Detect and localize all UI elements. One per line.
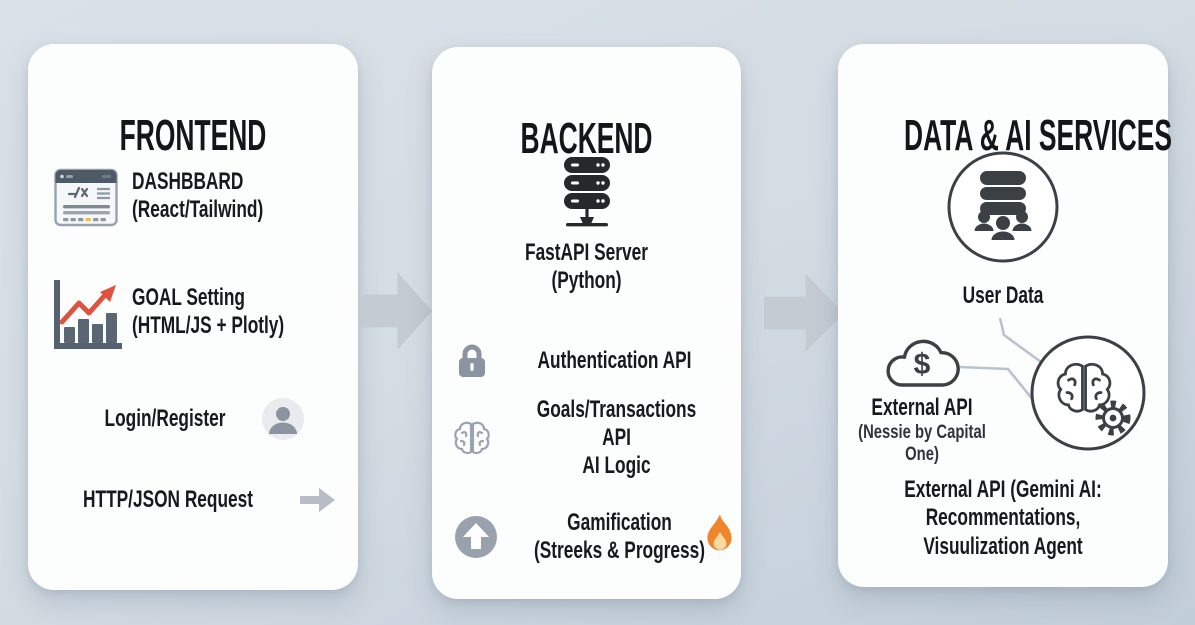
frontend-panel: FRONTEND DASHBBARD (React/Tailwind): [28, 44, 358, 590]
flow-arrow-backend-dataai: [764, 274, 844, 352]
flow-arrow-frontend-backend: [360, 272, 432, 350]
fastapi-server-label: FastAPI Server (Python): [525, 239, 648, 295]
dashboard-browser-icon: [54, 164, 118, 230]
flame-icon: [703, 513, 737, 555]
login-label: Login/Register: [104, 404, 226, 432]
small-right-arrow-icon: [300, 487, 336, 513]
ai-brain-gear-icon: [1028, 333, 1148, 453]
http-request-label: HTTP/JSON Request: [83, 485, 253, 513]
user-avatar-icon: [261, 397, 305, 441]
lock-icon: [456, 342, 488, 380]
cloud-dollar-icon: $: [838, 332, 1006, 390]
user-data-label: User Data: [962, 282, 1044, 309]
goal-label: GOAL Setting (HTML/JS + Plotly): [132, 284, 285, 340]
external-api-block: $ External API (Nessie by Capital One): [838, 332, 1006, 466]
user-database-icon: [946, 150, 1060, 264]
dollar-symbol: $: [914, 348, 931, 381]
upgrade-circle-arrow-icon: [454, 515, 498, 559]
gear-icon: [1095, 400, 1131, 436]
gamification-label: Gamification (Streeks & Progress): [534, 508, 705, 564]
authentication-api-label: Authentication API: [537, 346, 692, 374]
goals-transactions-label: Goals/Transactions API AI Logic: [536, 395, 697, 480]
data-ai-panel: DATA & AI SERVICES User Data $: [838, 44, 1172, 587]
frontend-title: FRONTEND: [119, 110, 267, 160]
backend-panel: BACKEND FastAPI Server (Python): [432, 47, 741, 599]
gemini-api-label: External API (Gemini AI: Recommentations…: [904, 476, 1102, 560]
backend-title: BACKEND: [520, 113, 653, 163]
external-api-label: External API: [871, 394, 973, 421]
goal-chart-icon: [48, 280, 122, 356]
server-database-icon: [432, 155, 741, 233]
brain-icon: [452, 420, 492, 456]
connector-lines: [959, 317, 1042, 407]
external-api-sublabel: (Nessie by Capital One): [858, 422, 986, 466]
dashboard-label: DASHBBARD (React/Tailwind): [132, 168, 264, 224]
